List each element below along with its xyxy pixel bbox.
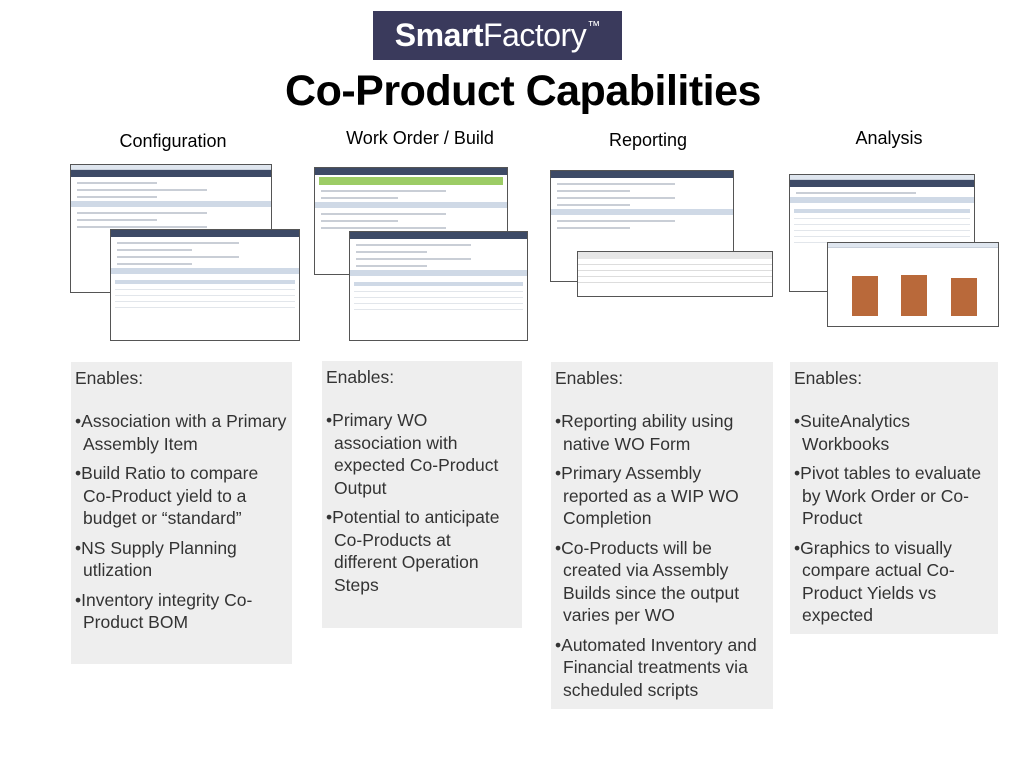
list-item: Reporting ability using native WO Form bbox=[555, 410, 769, 455]
analysis-card: Enables: SuiteAnalytics Workbooks Pivot … bbox=[790, 362, 998, 634]
list-item: Pivot tables to evaluate by Work Order o… bbox=[794, 462, 994, 530]
work-order-enables-label: Enables: bbox=[326, 367, 395, 387]
analysis-enables-label: Enables: bbox=[794, 368, 863, 388]
list-item: Automated Inventory and Financial treatm… bbox=[555, 634, 769, 702]
list-item: NS Supply Planning utlization bbox=[75, 537, 288, 582]
logo-text-regular: Factory bbox=[483, 17, 587, 53]
configuration-bullet-list: Association with a Primary Assembly Item… bbox=[75, 410, 288, 634]
list-item: Association with a Primary Assembly Item bbox=[75, 410, 288, 455]
analysis-chart-screenshot bbox=[827, 242, 999, 327]
chart-bar bbox=[901, 275, 927, 316]
list-item: Primary WO association with expected Co-… bbox=[326, 409, 518, 499]
list-item: Inventory integrity Co-Product BOM bbox=[75, 589, 288, 634]
list-item: Co-Products will be created via Assembly… bbox=[555, 537, 769, 627]
list-item: Graphics to visually compare actual Co-P… bbox=[794, 537, 994, 627]
work-order-card: Enables: Primary WO association with exp… bbox=[322, 361, 522, 628]
configuration-card: Enables: Association with a Primary Asse… bbox=[71, 362, 292, 664]
list-item: Build Ratio to compare Co-Product yield … bbox=[75, 462, 288, 530]
list-item: Potential to anticipate Co-Products at d… bbox=[326, 506, 518, 596]
configuration-enables-label: Enables: bbox=[75, 368, 144, 388]
work-order-screenshot-back bbox=[314, 167, 508, 275]
work-order-screenshot-front bbox=[349, 231, 528, 341]
logo-text-bold: Smart bbox=[394, 17, 484, 53]
chart-bar bbox=[851, 276, 878, 316]
column-heading-analysis: Analysis bbox=[855, 128, 923, 148]
chart-bar bbox=[950, 277, 977, 316]
list-item: Primary Assembly reported as a WIP WO Co… bbox=[555, 462, 769, 530]
column-heading-configuration: Configuration bbox=[119, 131, 227, 151]
reporting-enables-label: Enables: bbox=[555, 368, 624, 388]
analysis-bullet-list: SuiteAnalytics Workbooks Pivot tables to… bbox=[794, 410, 994, 627]
page-title: Co-Product Capabilities bbox=[285, 67, 761, 115]
column-heading-reporting: Reporting bbox=[608, 130, 688, 150]
list-item: SuiteAnalytics Workbooks bbox=[794, 410, 994, 455]
work-order-bullet-list: Primary WO association with expected Co-… bbox=[326, 409, 518, 596]
column-heading-work-order: Work Order / Build bbox=[346, 128, 494, 148]
configuration-screenshot-front bbox=[110, 229, 300, 341]
reporting-bullet-list: Reporting ability using native WO Form P… bbox=[555, 410, 769, 701]
reporting-co-product-table bbox=[577, 251, 773, 297]
logo-trademark: ™ bbox=[587, 18, 601, 33]
reporting-card: Enables: Reporting ability using native … bbox=[551, 362, 773, 709]
analysis-chart-area bbox=[828, 243, 998, 326]
